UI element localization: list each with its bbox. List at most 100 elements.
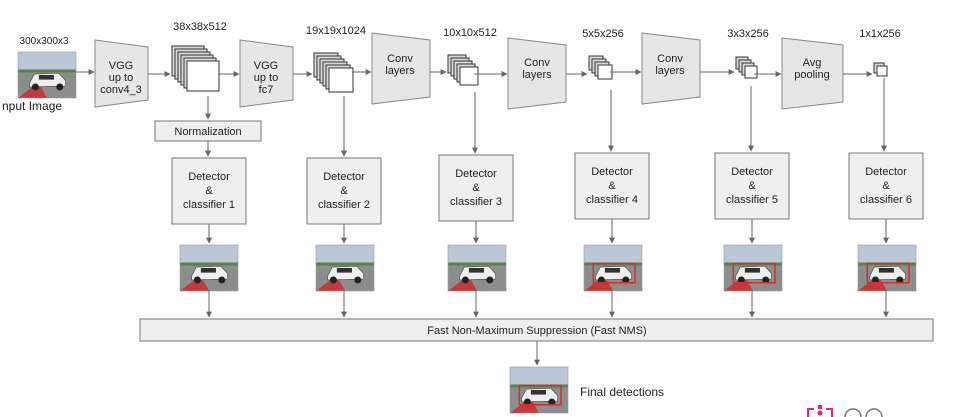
label-line: VGG [254,60,278,72]
grass-strip [18,69,76,73]
label-line: Detector [323,171,365,183]
label-line: classifier 5 [726,194,778,206]
car-wheel [523,398,531,406]
label-line: classifier 1 [183,199,235,211]
car-wheel [31,83,39,91]
car-wheel [354,276,362,284]
car-body [521,387,558,403]
label-line: up to [254,72,278,84]
input-image [17,51,77,99]
car-window [468,268,484,273]
label-line: & [472,182,480,194]
car-window [604,268,620,273]
feature-map-label-5: 3x3x256 [727,28,769,40]
car-body [459,265,496,281]
grass-strip [180,262,238,266]
car-window [878,268,894,273]
label-line: pooling [794,69,829,81]
feature-map-stack-2 [313,52,354,93]
detection-thumbnail-2 [315,244,375,292]
label-line: Detector [865,166,907,178]
car-window [744,268,760,273]
sky [316,245,374,265]
label-line: layers [385,65,415,77]
label-line: layers [655,65,685,77]
feature-map-layer [876,65,888,77]
car-body [29,72,66,88]
feature-map-layer [459,66,479,86]
logo-icon [807,405,883,417]
bounding-box [592,262,636,284]
nms-bar: Fast Non-Maximum Suppression (Fast NMS) [139,318,934,342]
bounding-box [732,262,776,284]
car-body [595,265,632,281]
label-line: & [882,180,890,192]
thumb-frame [857,244,917,292]
feature-map-label-4: 5x5x256 [582,28,624,40]
feature-map-layer [186,60,220,92]
car-wheel [737,276,745,284]
label-line: classifier 2 [318,199,370,211]
detector-classifier-6: Detector&classifier 6 [848,152,924,220]
label-line: Detector [188,171,230,183]
thumb-frame [315,244,375,292]
normalization-box: Normalization [154,120,262,142]
feature-map-layer [744,65,758,79]
grass-strip [316,262,374,266]
input-image-caption: nput Image [2,99,62,113]
svg-text:Detector&classifier 1: Detector & classifier 1 [183,171,235,211]
svg-text:Detector&classifier 2: Detector&classifier 2 [318,171,370,211]
label-line: fc7 [259,84,274,96]
label-line: layers [522,69,552,81]
label-line: Conv [657,53,683,65]
thumb-frame [723,244,783,292]
thumb-frame [509,366,569,414]
nms-label: Fast Non-Maximum Suppression (Fast NMS) [427,325,646,337]
detector-classifier-2: Detector&classifier 2 [306,157,382,225]
car-window [336,268,352,273]
normalization-label: Normalization [174,126,241,138]
label-line: & [748,180,756,192]
car-window [530,390,546,395]
car-wheel [622,276,630,284]
detection-thumbnail-6 [857,244,917,292]
bounding-box [518,384,562,406]
sky [510,367,568,387]
thumb-frame [17,51,77,99]
feature-map-stack-6 [873,62,888,77]
car-wheel [896,276,904,284]
car-wheel [193,276,201,284]
feature-map-layer [597,64,613,80]
sky [858,245,916,265]
feature-map-label-2: 19x19x1024 [306,25,366,37]
feature-map-stack-3 [447,54,479,86]
label-line: Detector [455,168,497,180]
thumb-frame [583,244,643,292]
label-line: Conv [524,57,550,69]
car-wheel [461,276,469,284]
car-wheel [329,276,337,284]
sky [724,245,782,265]
car-wheel [56,83,64,91]
label-line: & [608,180,616,192]
detection-thumbnail-1 [179,244,239,292]
label-line: Detector [591,166,633,178]
car-wheel [762,276,770,284]
detection-thumbnail-5 [723,244,783,292]
feature-map-label-1: 38x38x512 [173,21,227,33]
feature-map-label-6: 1x1x256 [859,28,901,40]
label-line: & [205,185,213,197]
label-line: Conv [387,53,413,65]
feature-map-stack-4 [588,55,613,80]
